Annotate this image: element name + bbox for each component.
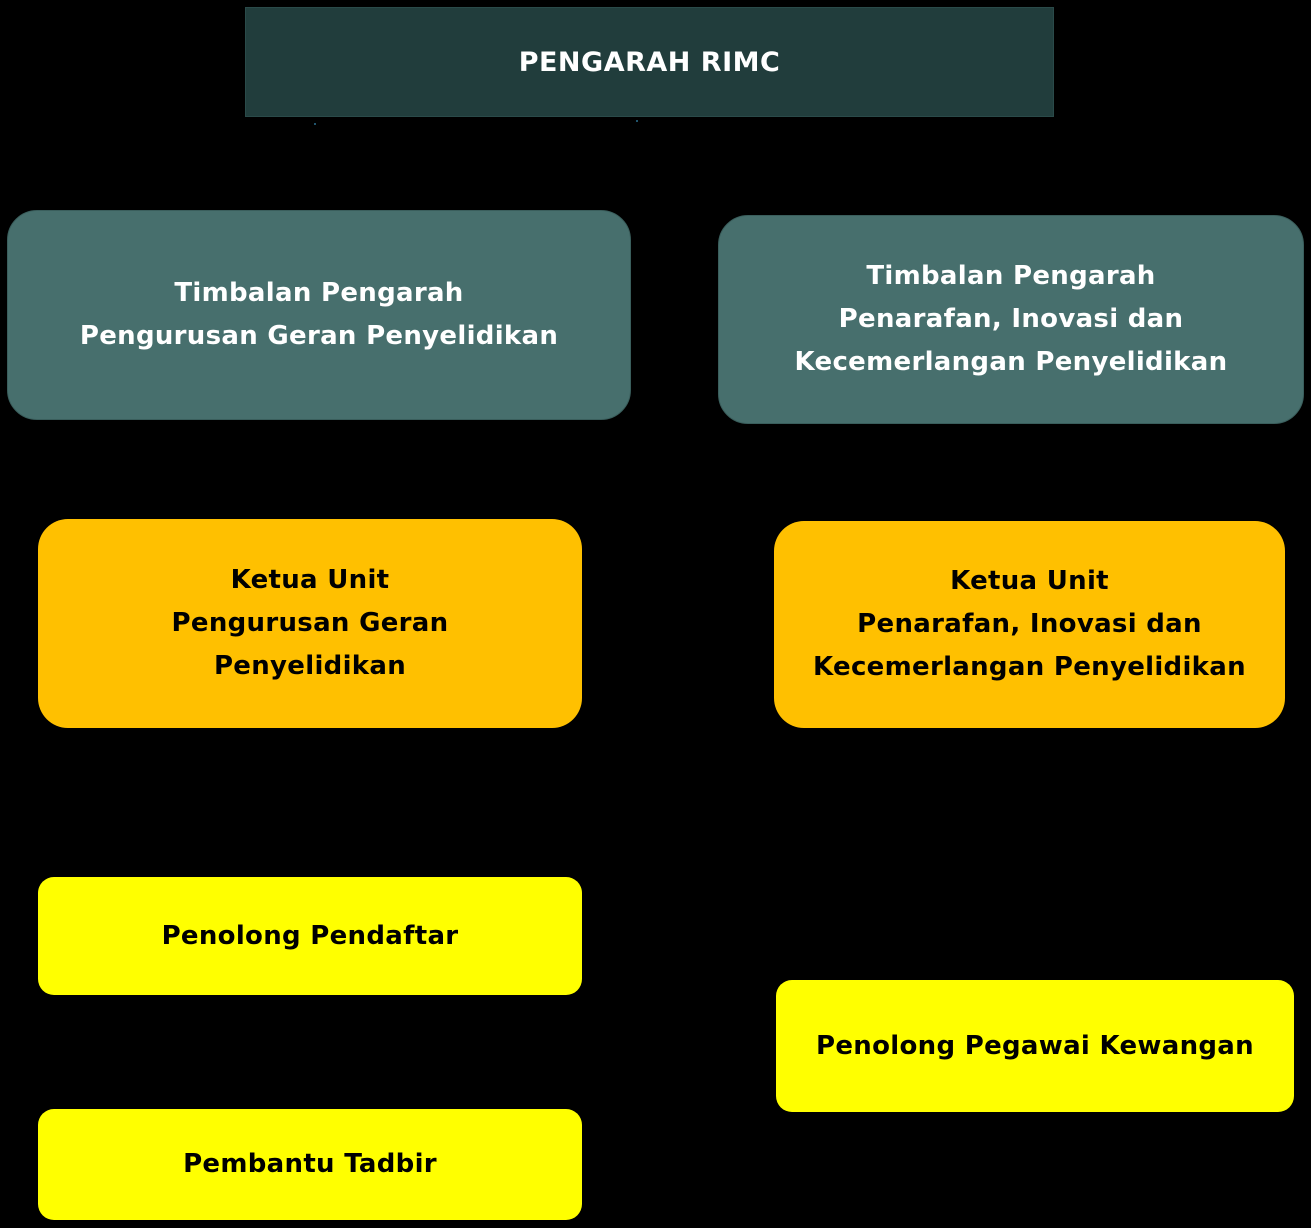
unit-head-rating-innovation-box: Ketua Unit Penarafan, Inovasi dan Keceme… bbox=[774, 521, 1285, 728]
decorative-speck bbox=[314, 123, 316, 125]
unit-head-title: Ketua Unit bbox=[230, 565, 390, 595]
director-title: PENGARAH RIMC bbox=[518, 46, 781, 78]
deputy-portfolio: Kecemerlangan Penyelidikan bbox=[794, 347, 1228, 377]
assistant-finance-officer-box: Penolong Pegawai Kewangan bbox=[776, 980, 1294, 1112]
administrative-assistant-box: Pembantu Tadbir bbox=[38, 1109, 582, 1220]
deputy-grant-management-box: Timbalan Pengarah Pengurusan Geran Penye… bbox=[7, 210, 631, 420]
director-box: PENGARAH RIMC bbox=[245, 7, 1054, 117]
unit-head-title: Ketua Unit bbox=[950, 566, 1109, 596]
deputy-title: Timbalan Pengarah bbox=[174, 278, 464, 308]
unit-head-portfolio: Pengurusan Geran bbox=[171, 608, 449, 638]
staff-label: Penolong Pendaftar bbox=[161, 920, 459, 951]
deputy-portfolio: Pengurusan Geran Penyelidikan bbox=[79, 321, 559, 351]
decorative-speck bbox=[636, 120, 638, 122]
unit-head-portfolio: Penyelidikan bbox=[213, 651, 407, 681]
deputy-portfolio: Penarafan, Inovasi dan bbox=[838, 304, 1184, 334]
staff-label: Pembantu Tadbir bbox=[183, 1149, 437, 1179]
assistant-registrar-box: Penolong Pendaftar bbox=[38, 877, 582, 995]
unit-head-portfolio: Kecemerlangan Penyelidikan bbox=[813, 652, 1246, 682]
unit-head-portfolio: Penarafan, Inovasi dan bbox=[857, 609, 1202, 639]
deputy-rating-innovation-box: Timbalan Pengarah Penarafan, Inovasi dan… bbox=[718, 215, 1304, 424]
staff-label: Penolong Pegawai Kewangan bbox=[816, 1030, 1254, 1061]
unit-head-grant-management-box: Ketua Unit Pengurusan Geran Penyelidikan bbox=[38, 519, 582, 728]
deputy-title: Timbalan Pengarah bbox=[866, 261, 1156, 291]
